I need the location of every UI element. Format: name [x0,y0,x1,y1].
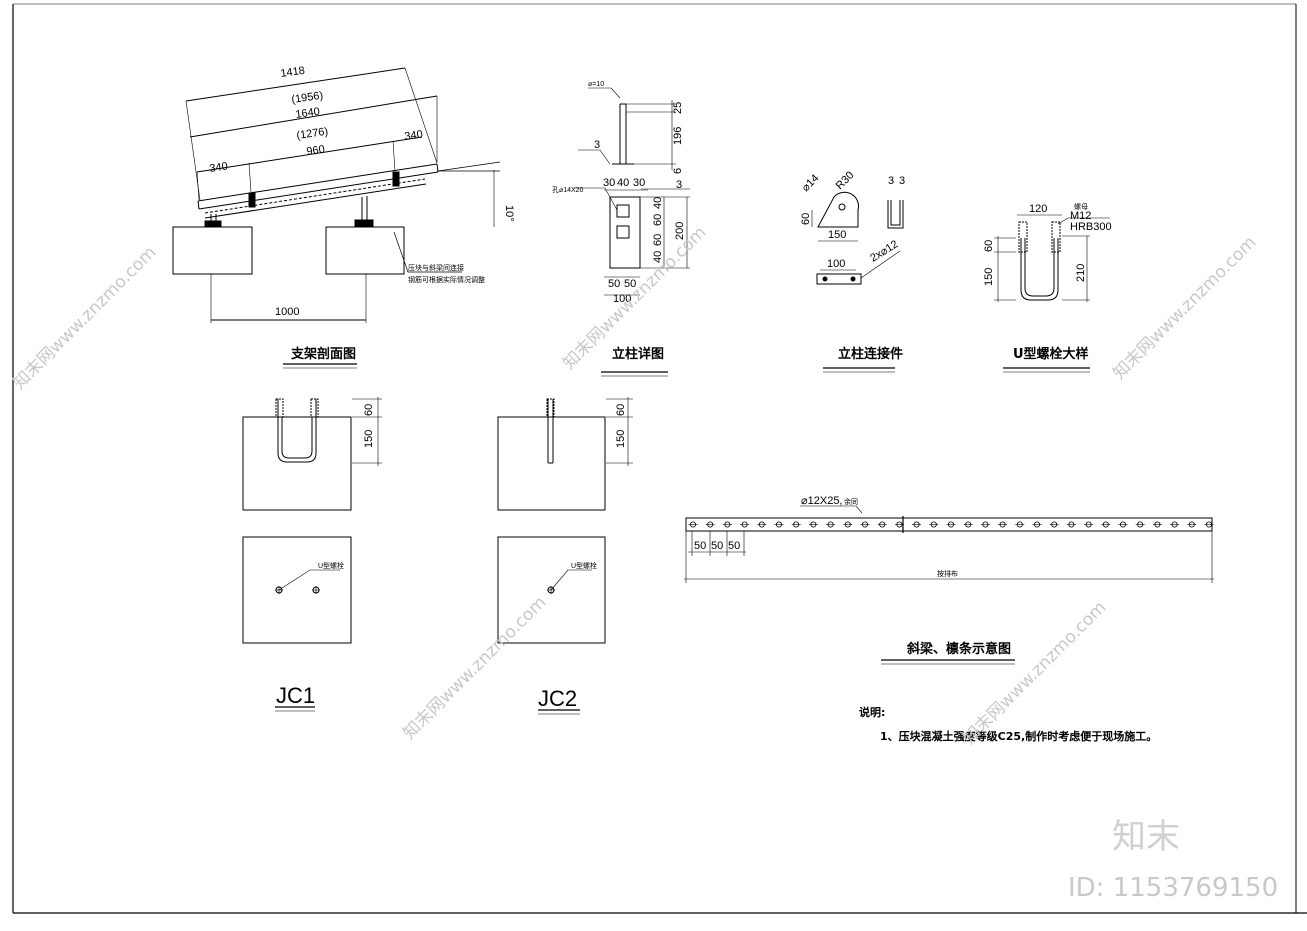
title-connector: 立柱连接件 [838,346,903,362]
dim-960: 960 [306,144,326,158]
col-plate-label: 孔⌀14X20 [552,186,584,194]
ubolt-nut: M12 [1070,210,1091,222]
col-weld-b: 3 [676,179,682,191]
jc2-d60: 60 [615,404,627,416]
col-dim-40: 40 [617,177,629,189]
notes-line-1: 1、压块混凝土强度等级C25,制作时考虑便于现场施工。 [880,729,1157,743]
watermark-4: 知末网www.znzmo.com [1109,233,1260,384]
ubolt-d120: 120 [1029,203,1047,215]
dim-1418: 1418 [280,65,306,80]
section-view [172,67,501,369]
beam-d50b: 50 [711,540,723,552]
col-dim-60a: 60 [652,214,664,226]
ubolt-d150: 150 [983,268,995,286]
col-dim-50b: 50 [624,278,636,290]
title-ubolt: U型螺栓大样 [1013,346,1089,362]
ubolt-top-note: 螺母 [1074,202,1088,211]
col-dim-30a: 30 [603,177,615,189]
conn-d100: 100 [827,258,845,270]
ubolt-d60: 60 [983,240,995,252]
column-detail [574,87,690,377]
watermark-5: 知末网www.znzmo.com [959,598,1110,749]
dim-340-left: 340 [209,161,229,175]
title-section: 支架剖面图 [290,346,356,362]
jc2-dims: 60 150 U型螺栓 JC2 [538,404,627,711]
col-dim-60b: 60 [652,234,664,246]
col-dim-25: 25 [672,102,684,114]
jc1-detail [242,397,382,712]
watermarks: 知末网www.znzmo.com 知末网www.znzmo.com 知末网www… [9,223,1278,903]
beam-holes [688,521,1214,528]
ubolt-dims: 120 螺母 M12 HRB300 60 150 210 U型螺栓大样 [983,202,1112,362]
dim-1956: (1956) [291,90,324,106]
watermark-id: ID: 1153769150 [1068,873,1278,903]
footing-left [172,226,253,275]
ubolt-detail [994,214,1110,373]
notes: 说明: 1、压块混凝土强度等级C25,制作时考虑便于现场施工。 [859,705,1157,743]
ubolt-grade: HRB300 [1070,221,1112,233]
watermark-2: 知末网www.znzmo.com [399,593,550,744]
col-dim-196: 196 [672,127,684,145]
dim-1276: (1276) [296,126,329,142]
watermark-brand: 知末 [1112,817,1180,857]
conn-d3b: 3 [899,175,905,187]
beam-dims: ⌀12X25, 余同 50 50 50 按排布 斜梁、檩条示意图 [694,495,1011,657]
jc1-ubolt-label: U型螺栓 [318,561,344,570]
jc1-dims: 60 150 U型螺栓 JC1 [276,404,375,708]
col-top-label: ⌀=10 [588,81,604,88]
conn-d150: 150 [828,229,846,241]
ubolt-d210: 210 [1075,264,1087,282]
drawing-frame [12,3,1307,914]
col-dim-40b: 40 [652,197,664,209]
dim-1640: 1640 [295,106,321,121]
beam-detail [684,505,1214,665]
connector-dims: ⌀14 R30 3 3 60 150 100 2x⌀12 立柱连接件 [800,169,905,362]
conn-d60: 60 [800,213,812,225]
title-column: 立柱详图 [612,346,664,362]
col-dim-100: 100 [613,293,631,305]
title-beam: 斜梁、檩条示意图 [906,641,1011,657]
footing-right [325,226,405,275]
col-dim-200: 200 [674,222,686,240]
dim-angle: 10° [503,205,515,222]
connector-detail [811,191,904,373]
jc2-d150: 150 [615,430,627,448]
jc1-d60: 60 [363,404,375,416]
dim-1000: 1000 [275,306,299,318]
column-dims: ⌀=10 25 196 6 3 3 孔⌀14X20 30 40 30 40 60… [552,81,686,362]
conn-phi14: ⌀14 [800,172,822,194]
beam-hole-note: 余同 [844,497,858,506]
jc2-ubolt-label: U型螺栓 [571,561,597,570]
title-jc2: JC2 [538,686,577,711]
watermark-1: 知末网www.znzmo.com [9,243,160,394]
beam-d50a: 50 [694,540,706,552]
beam-length: 按排布 [937,569,958,578]
col-dim-40c: 40 [652,251,664,263]
dim-340-right: 340 [404,129,424,143]
conn-d3a: 3 [888,175,894,187]
col-dim-30b: 30 [633,177,645,189]
col-weld-a: 3 [594,139,600,151]
beam-hole-label: ⌀12X25, [801,495,843,507]
col-dim-6: 6 [672,168,684,174]
jc1-d150: 150 [363,430,375,448]
section-dims: 1418 (1956) 1640 (1276) 960 340 340 10° … [209,65,515,362]
title-jc1: JC1 [276,683,315,708]
jc2-detail [497,397,633,715]
notes-heading: 说明: [859,705,885,719]
beam-d50c: 50 [728,540,740,552]
section-note-1: 压块与斜梁间连接 [408,263,464,272]
conn-r30: R30 [834,169,857,192]
col-dim-50a: 50 [608,278,620,290]
section-note-2: 钢筋可根据实际情况调整 [408,275,485,284]
conn-holes: 2x⌀12 [868,238,900,264]
